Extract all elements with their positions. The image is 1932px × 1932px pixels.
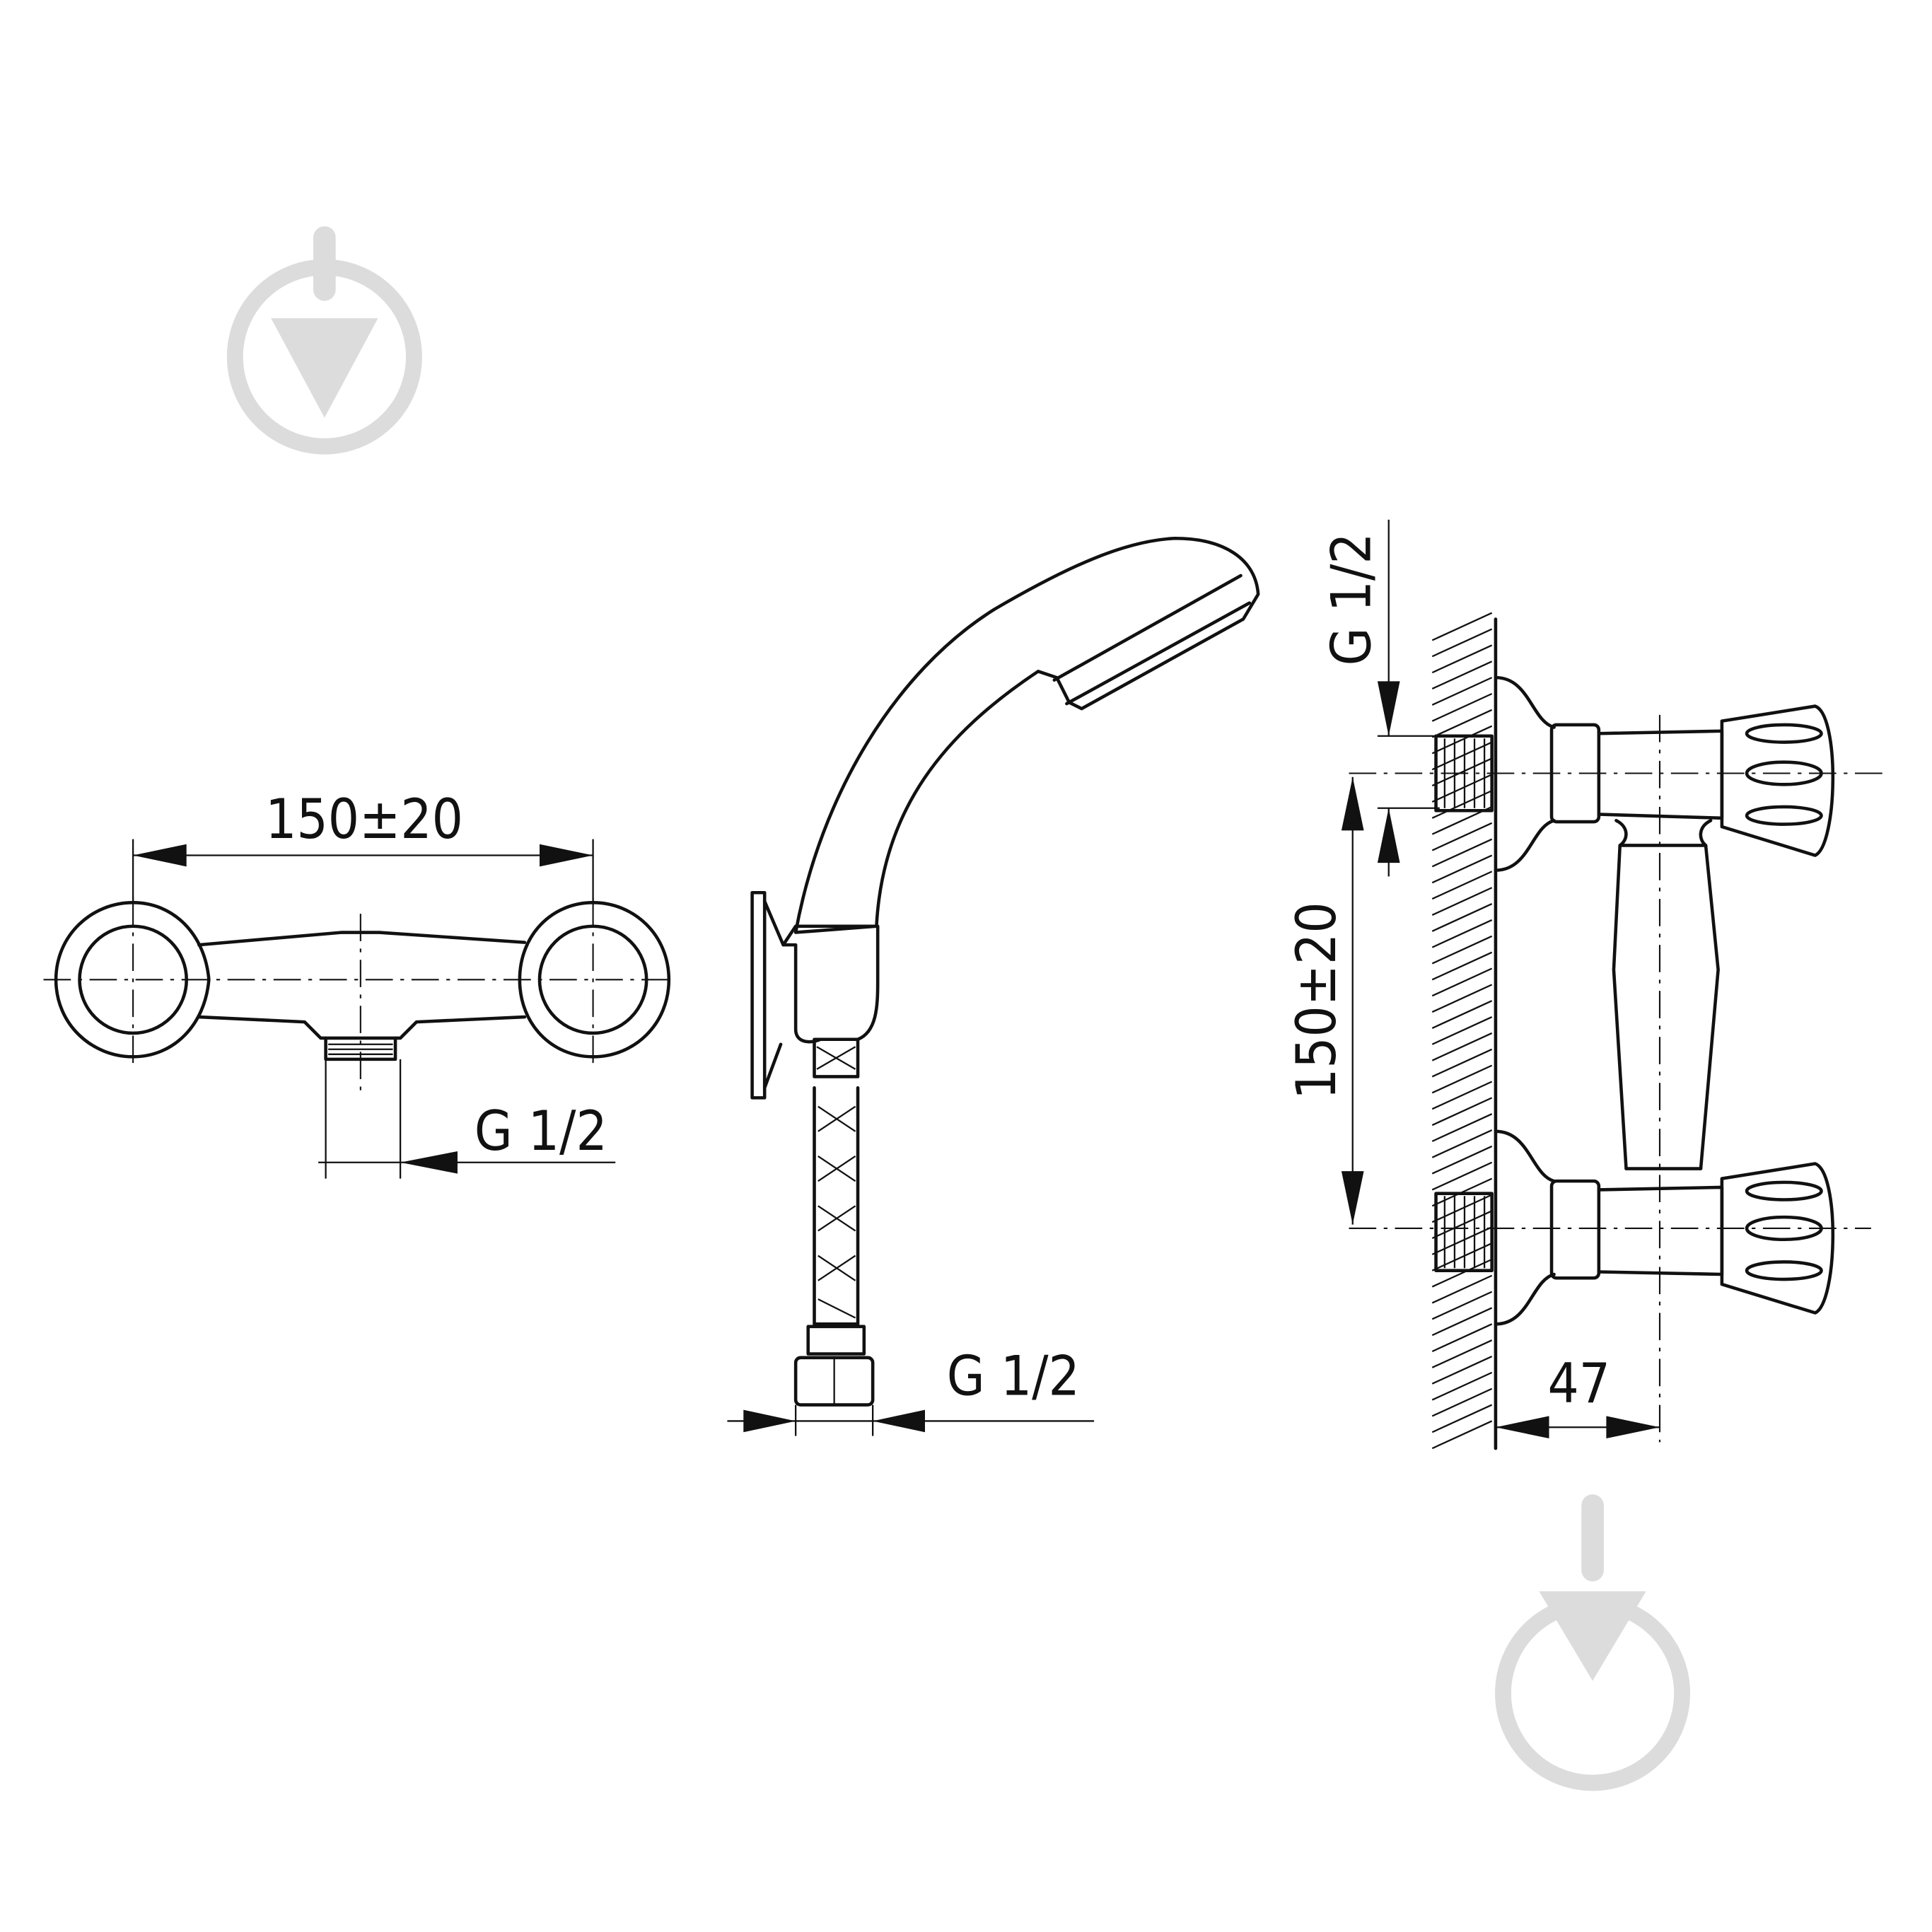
wall-hatch-line: [1431, 854, 1493, 884]
side-view-wall: [1431, 612, 1498, 1450]
wall-hatch-line: [1431, 935, 1493, 965]
wall-hatch-line: [1431, 1355, 1493, 1385]
wall-hatch-line: [1431, 1243, 1493, 1271]
wall-hatch-line: [1431, 1145, 1493, 1175]
wall-hatch-line: [1431, 709, 1493, 738]
side-view-mixer: [1349, 675, 1890, 1443]
wall-hatch-line: [1431, 887, 1493, 916]
wall-hatch-line: [1431, 838, 1493, 868]
wall-hatch-line: [1431, 725, 1493, 755]
wall-hatch-line: [1431, 1387, 1493, 1417]
wall-hatch-line: [1431, 1371, 1493, 1401]
wall-hatch-line: [1431, 1048, 1493, 1078]
front-width-label: 150±20: [265, 788, 463, 851]
wall-hatch-line: [1431, 1258, 1493, 1288]
wall-hatch-line: [1431, 1113, 1493, 1142]
wall-hatch-line: [1431, 644, 1493, 674]
wall-hatch-line: [1431, 1032, 1493, 1061]
wall-hatch-line: [1431, 790, 1493, 819]
wall-hatch-line: [1431, 1161, 1493, 1191]
wall-hatch-line: [1431, 1339, 1493, 1368]
side-spacing-dimension: 150±20: [1285, 776, 1364, 1225]
wall-hatch-line: [1431, 1291, 1493, 1320]
wall-hatch-line: [1431, 757, 1493, 787]
hand-shower: [750, 536, 1260, 1407]
wall-hatch-line: [1431, 871, 1493, 900]
watermark-logo-bottom: [1495, 1494, 1691, 1791]
wall-hatch-line: [1431, 984, 1493, 1013]
wall-hatch-line: [1431, 692, 1493, 722]
wall-hatch-line: [1431, 1210, 1493, 1240]
wall-hatch-line: [1431, 612, 1493, 641]
side-inlet-thread-label: G 1/2: [1320, 533, 1383, 665]
wall-hatch-line: [1431, 919, 1493, 948]
wall-hatch-line: [1431, 741, 1493, 771]
side-depth-label: 47: [1547, 1352, 1610, 1416]
wall-hatch-line: [1431, 661, 1493, 689]
side-depth-dimension: 47: [1495, 1352, 1660, 1439]
front-view-mixer: [43, 897, 672, 1095]
wall-hatch-line: [1431, 774, 1493, 803]
side-spacing-label: 150±20: [1285, 902, 1349, 1100]
wall-hatch-line: [1431, 628, 1493, 658]
front-width-dimension: 150±20: [132, 788, 594, 902]
wall-hatch-line: [1431, 1404, 1493, 1433]
wall-hatch-line: [1431, 1016, 1493, 1045]
wall-hatch-line: [1431, 1081, 1493, 1110]
wall-hatch-line: [1431, 677, 1493, 706]
wall-hatch-line: [1431, 903, 1493, 932]
wall-hatch-line: [1431, 1194, 1493, 1223]
wall-hatch-line: [1431, 1274, 1493, 1304]
watermark-logo-top: [226, 226, 422, 455]
hose-thread-dimension: G 1/2: [727, 1345, 1095, 1436]
wall-hatch-line: [1431, 951, 1493, 981]
wall-hatch-line: [1431, 822, 1493, 851]
front-outlet-thread-label: G 1/2: [475, 1100, 607, 1163]
wall-hatch-line: [1431, 1064, 1493, 1094]
wall-hatch-line: [1431, 1226, 1493, 1255]
wall-hatch-line: [1431, 1097, 1493, 1127]
wall-hatch-line: [1431, 1000, 1493, 1029]
hose-thread-label: G 1/2: [947, 1345, 1080, 1409]
wall-hatch-line: [1431, 967, 1493, 997]
wall-hatch-line: [1431, 1323, 1493, 1353]
front-outlet-thread-dimension: G 1/2: [318, 1059, 616, 1179]
wall-hatch-line: [1431, 1129, 1493, 1158]
side-inlet-thread-dimension: G 1/2: [1320, 519, 1440, 877]
wall-hatch-line: [1431, 1307, 1493, 1337]
wall-hatch-line: [1431, 1420, 1493, 1450]
